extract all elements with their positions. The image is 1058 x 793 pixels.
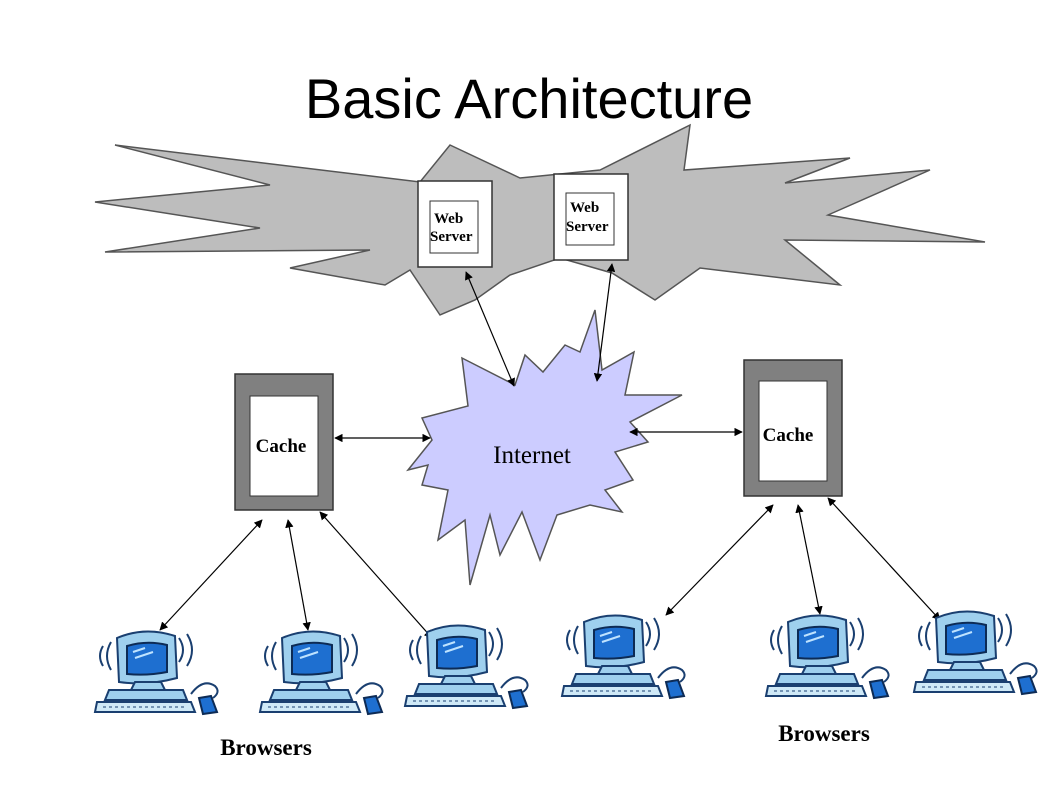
browser-computer-icon	[404, 624, 529, 709]
web-server-label-line2: Server	[430, 229, 473, 245]
connection-arrows	[159, 263, 941, 639]
internet-label: Internet	[493, 442, 571, 469]
server-cloud-shape	[94, 123, 986, 316]
arrow-cache-right-browser-1	[665, 504, 774, 616]
browser-computer-icon	[765, 614, 890, 699]
arrow-cache-right-browser-3	[827, 497, 941, 621]
cache-label: Cache	[763, 425, 814, 446]
web-server-2: Web Server	[553, 173, 629, 261]
browser-computer-icon	[259, 630, 384, 715]
web-server-label-line1: Web	[434, 211, 463, 227]
arrow-cache-left-browser-3	[319, 511, 433, 639]
browser-computer-icon	[561, 614, 686, 699]
web-server-label-line2: Server	[566, 219, 609, 235]
arrow-server1-internet	[465, 271, 515, 387]
arrow-server2-internet	[593, 263, 616, 382]
web-server-label-line1: Web	[570, 200, 599, 216]
cache-panel	[758, 380, 828, 482]
cache-right: Cache	[743, 359, 843, 497]
browser-computer-icon	[94, 630, 219, 715]
arrow-cache-right-browser-2	[795, 504, 823, 615]
browser-computer-icon	[913, 610, 1038, 695]
arrow-cache-left-browser-1	[159, 519, 263, 631]
cache-left: Cache	[234, 373, 334, 511]
web-server-panel	[565, 192, 615, 246]
browsers-label-left: Browsers	[220, 735, 312, 760]
cache-label: Cache	[256, 436, 307, 457]
cache-panel	[249, 395, 319, 497]
web-server-1: Web Server	[417, 180, 493, 268]
web-server-panel	[429, 200, 479, 254]
page-title: Basic Architecture	[305, 67, 753, 130]
arrow-cache-left-browser-2	[285, 519, 311, 631]
browsers-label-right: Browsers	[778, 721, 870, 746]
